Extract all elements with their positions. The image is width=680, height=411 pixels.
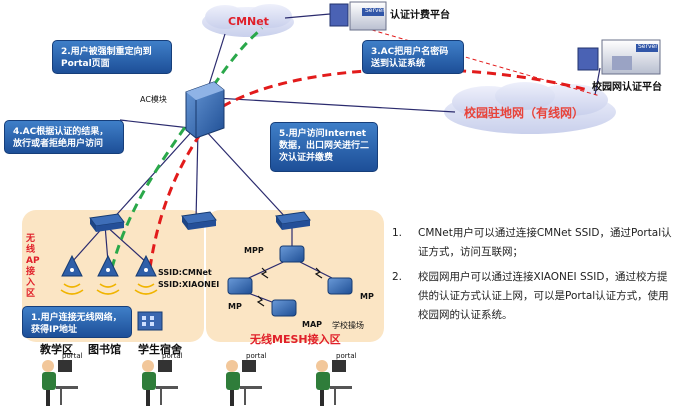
billing-link-dashed <box>364 27 601 97</box>
mpp-label: MPP <box>244 246 264 255</box>
ac-module-icon <box>185 81 225 139</box>
note-item: 2. 校园网用户可以通过连接XIAONEI SSID，通过校方提供的认证方式认证… <box>392 268 677 325</box>
mpp-node-icon <box>279 245 305 263</box>
switch-icon <box>275 211 311 230</box>
callout-step-3: 3.AC把用户名密码送到认证系统 <box>362 40 464 74</box>
cmnet-path-green <box>110 26 264 269</box>
user-pc-icon <box>316 360 352 406</box>
mp-left-label: MP <box>228 302 242 311</box>
cmnet-cloud <box>202 4 294 37</box>
note-number: 2. <box>392 271 403 283</box>
ap-icon <box>61 254 83 277</box>
notes-list: 1. CMNet用户可以通过连接CMNet SSID，通过Portal认证方式，… <box>392 224 677 325</box>
auth-billing-platform-label: 认证计费平台 <box>390 10 450 21</box>
user-pc-icon <box>42 360 78 406</box>
user-pc-icon <box>226 360 262 406</box>
auth-server-icon <box>577 39 661 75</box>
playground-label: 学校操场 <box>332 321 364 330</box>
user-pc-icon <box>142 360 178 406</box>
wireless-ap-zone-label: 无线AP接入区 <box>26 234 40 299</box>
portal-label: portal <box>246 352 267 360</box>
mp-node-icon <box>327 277 353 295</box>
campus-wired-cloud <box>444 82 616 134</box>
mesh-zone-label: 无线MESH接入区 <box>250 333 341 346</box>
mesh-zone <box>206 210 384 342</box>
callout-step-2: 2.用户被强制重定向到Portal页面 <box>52 40 172 74</box>
cmnet-label: CMNet <box>228 15 269 28</box>
mp-right-label: MP <box>360 292 374 301</box>
teaching-area-label: 教学区 <box>40 343 73 356</box>
ap-icon <box>135 254 157 277</box>
note-item: 1. CMNet用户可以通过连接CMNet SSID，通过Portal认证方式，… <box>392 224 677 262</box>
portal-label: portal <box>62 352 83 360</box>
dormitory-label: 学生宿舍 <box>138 343 182 356</box>
callout-step-5: 5.用户访问Internet数据，出口网关进行二次认证并缴费 <box>270 122 378 172</box>
map-node-icon <box>271 299 297 317</box>
switch-icon <box>89 213 125 232</box>
note-text: 校园网用户可以通过连接XIAONEI SSID，通过校方提供的认证方式认证上网，… <box>418 271 669 321</box>
ap-icon <box>97 254 119 277</box>
switch-icon <box>181 211 217 230</box>
portal-label: portal <box>336 352 357 360</box>
server-tag: Server <box>638 43 658 50</box>
ssid-xiaonei-label: SSID:XIAONEI <box>158 280 220 289</box>
note-number: 1. <box>392 227 403 239</box>
map-label: MAP <box>302 320 323 329</box>
callout-step-1: 1.用户连接无线网络，获得IP地址 <box>22 306 132 338</box>
portal-label: portal <box>162 352 183 360</box>
note-text: CMNet用户可以通过连接CMNet SSID，通过Portal认证方式，访问互… <box>418 227 672 258</box>
billing-server-icon <box>329 1 387 31</box>
mp-node-icon <box>227 277 253 295</box>
wifi-signal-icon <box>60 283 158 295</box>
campus-wired-network-label: 校园驻地网（有线网） <box>464 106 585 120</box>
mesh-wireless-links <box>256 267 323 307</box>
callout-step-4: 4.AC根据认证的结果，放行或者拒绝用户访问 <box>4 120 124 154</box>
ac-module-label: AC模块 <box>140 95 167 104</box>
library-label: 图书馆 <box>88 343 121 356</box>
library-building-icon <box>137 311 163 331</box>
campus-auth-platform-label: 校园网认证平台 <box>592 82 662 93</box>
ssid-cmnet-label: SSID:CMNet <box>158 268 212 277</box>
server-tag: Server <box>365 7 385 14</box>
